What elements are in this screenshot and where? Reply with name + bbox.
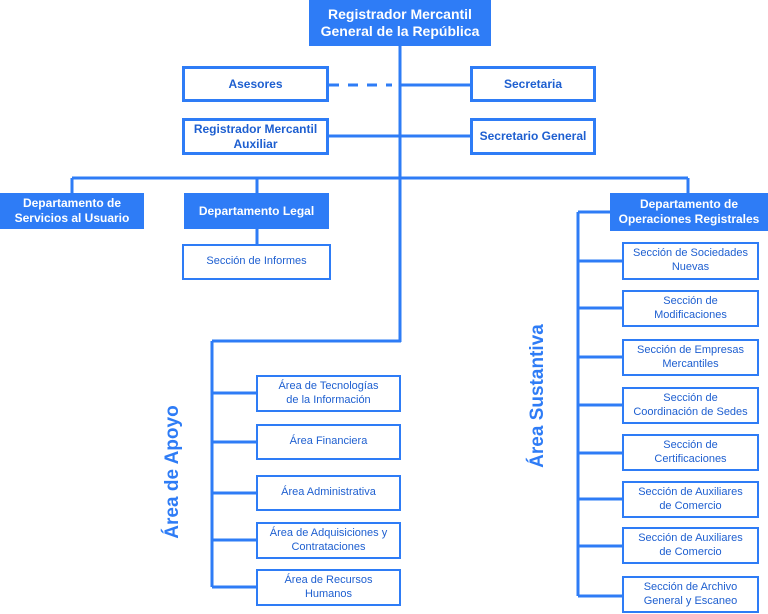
depto-servicios-node: Departamento de Servicios al Usuario [0,193,144,229]
depto-operaciones-node: Departamento de Operaciones Registrales [610,193,768,231]
sustantiva-item: Sección de Auxiliares de Comercio [622,481,759,518]
asesores-node: Asesores [182,66,329,102]
sustantiva-item: Sección de Sociedades Nuevas [622,242,759,280]
registrador-general-node: Registrador Mercantil General de la Repú… [309,0,491,46]
seccion-informes-node: Sección de Informes [182,244,331,280]
apoyo-item: Área de Recursos Humanos [256,569,401,606]
area-apoyo-label: Área de Apoyo [162,405,183,539]
secretario-general-node: Secretario General [470,118,596,155]
sustantiva-item: Sección de Certificaciones [622,434,759,471]
depto-legal-node: Departamento Legal [184,193,329,229]
apoyo-item: Área Financiera [256,424,401,460]
sustantiva-item: Sección de Modificaciones [622,290,759,327]
sustantiva-item: Sección de Auxiliares de Comercio [622,527,759,564]
apoyo-item: Área de Adquisiciones y Contrataciones [256,522,401,559]
sustantiva-item: Sección de Archivo General y Escaneo [622,576,759,613]
sustantiva-item: Sección de Coordinación de Sedes [622,387,759,424]
apoyo-item: Área Administrativa [256,475,401,511]
area-sustantiva-label: Área Sustantiva [527,324,548,468]
apoyo-item: Área de Tecnologías de la Información [256,375,401,412]
secretaria-node: Secretaria [470,66,596,102]
sustantiva-item: Sección de Empresas Mercantiles [622,339,759,376]
registrador-auxiliar-node: Registrador Mercantil Auxiliar [182,118,329,155]
